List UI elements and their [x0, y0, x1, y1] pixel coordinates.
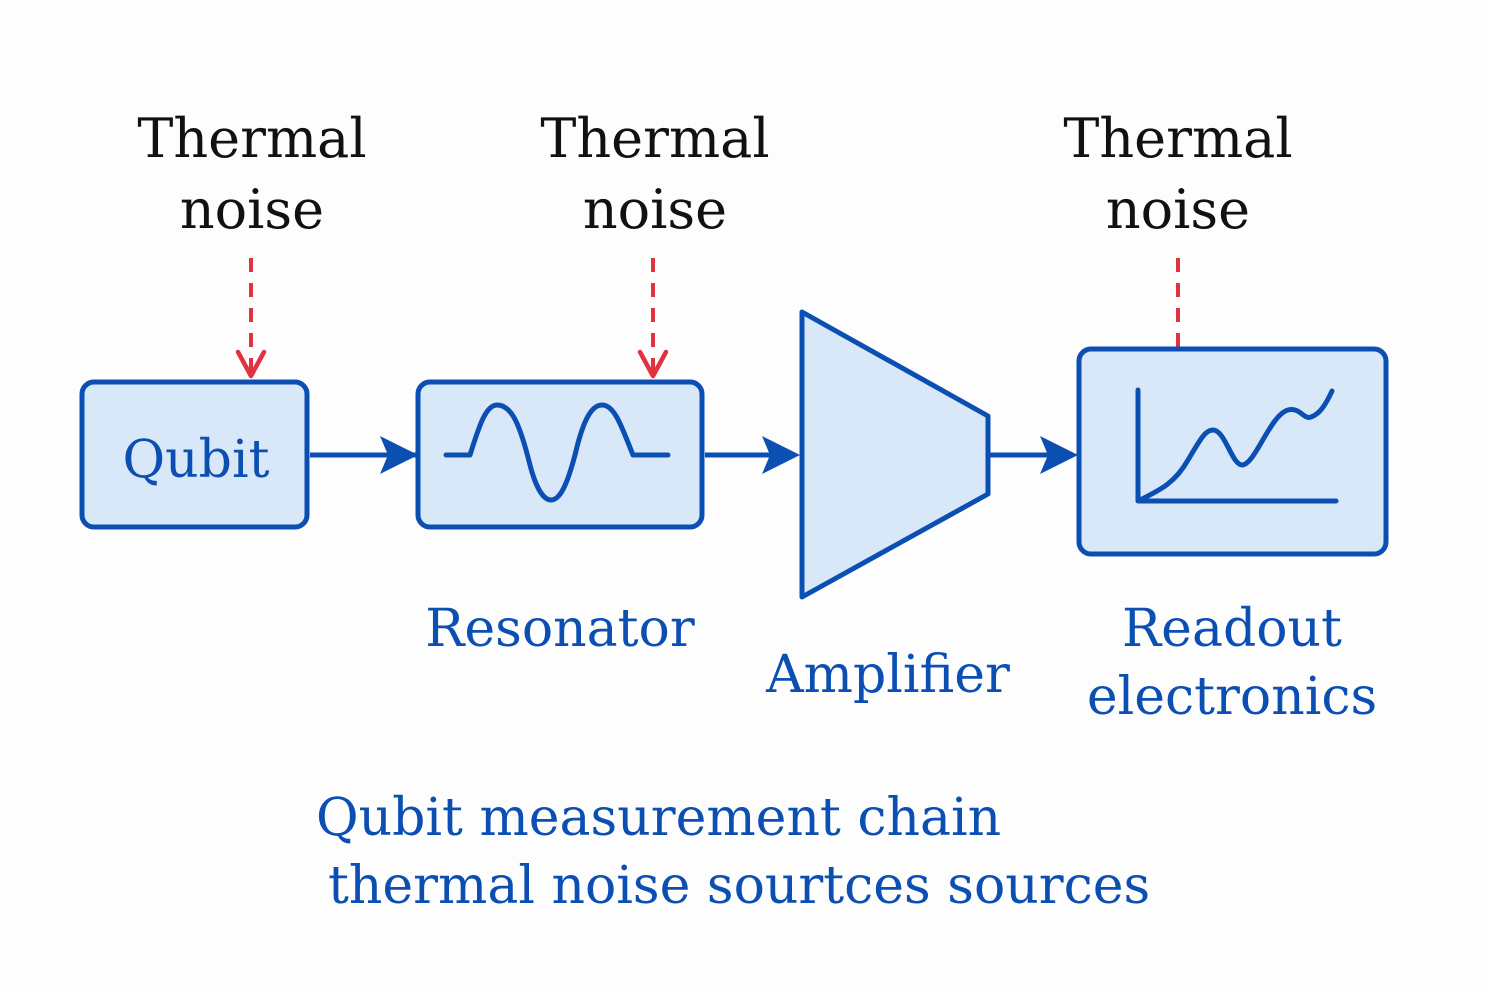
amplifier-triangle-icon	[799, 309, 991, 600]
noise-arrow-resonator	[637, 258, 669, 379]
noise-label-resonator-line2: noise	[583, 178, 727, 241]
noise-label-readout-line2: noise	[1106, 178, 1250, 241]
amplifier-block	[799, 309, 991, 600]
readout-label-line2: electronics	[1087, 667, 1377, 727]
arrowhead-qubit-to-resonator	[380, 436, 418, 474]
readout-label-line1: Readout	[1122, 599, 1342, 659]
noise-label-qubit-line2: noise	[180, 178, 324, 241]
sine-wave-icon	[443, 402, 671, 503]
qubit-block: Qubit	[79, 379, 310, 530]
noise-label-resonator-line1: Thermal	[540, 107, 769, 170]
caption-line1: Qubit measurement chain	[316, 788, 1001, 848]
amplifier-label: Amplifier	[765, 645, 1010, 705]
line-chart-icon	[1135, 387, 1339, 504]
caption-line2: thermal noise sourtces sources	[328, 856, 1150, 916]
readout-electronics-block	[1076, 346, 1389, 557]
arrowhead-resonator-to-amplifier	[762, 436, 800, 474]
resonator-label: Resonator	[425, 599, 695, 659]
noise-label-readout-line1: Thermal	[1063, 107, 1292, 170]
resonator-block	[415, 379, 705, 530]
noise-label-qubit-line1: Thermal	[137, 107, 366, 170]
arrowhead-amplifier-to-readout	[1040, 436, 1078, 474]
qubit-label: Qubit	[123, 430, 270, 490]
noise-arrow-qubit	[235, 258, 267, 379]
